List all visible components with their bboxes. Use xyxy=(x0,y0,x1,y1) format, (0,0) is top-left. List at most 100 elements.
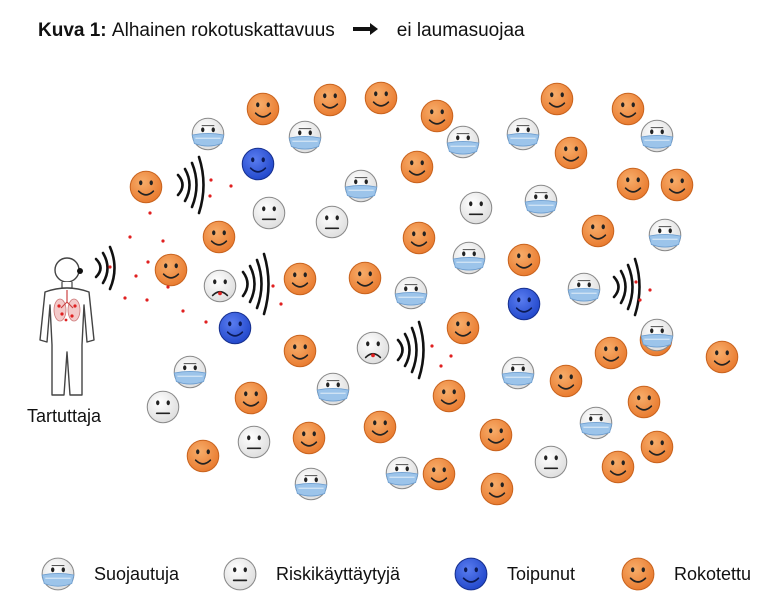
smiley-face-icon xyxy=(129,170,163,204)
masked-face-icon xyxy=(316,372,350,406)
recovered-face-icon xyxy=(507,287,541,321)
droplet xyxy=(439,364,443,368)
masked-face-icon xyxy=(452,241,486,275)
masked-face-icon xyxy=(640,318,674,352)
title-text-after: ei laumasuojaa xyxy=(396,20,525,41)
smiley-face-icon xyxy=(479,418,513,452)
droplet xyxy=(166,285,170,289)
smiley-face-icon xyxy=(446,311,480,345)
smiley-face-icon xyxy=(348,261,382,295)
masked-face-icon xyxy=(173,355,207,389)
droplet xyxy=(648,288,652,292)
smiley-face-icon xyxy=(594,336,628,370)
droplet xyxy=(279,302,283,306)
neutral-face-icon xyxy=(223,557,257,591)
droplet xyxy=(208,194,212,198)
smiley-face-icon xyxy=(640,430,674,464)
smiley-face-icon xyxy=(154,253,188,287)
smiley-face-icon xyxy=(621,557,655,591)
masked-face-icon xyxy=(524,184,558,218)
droplet xyxy=(134,274,138,278)
smiley-face-icon xyxy=(660,168,694,202)
masked-face-icon xyxy=(446,125,480,159)
arrow-right-icon xyxy=(352,20,379,42)
masked-face-icon xyxy=(344,169,378,203)
smiley-face-icon xyxy=(581,214,615,248)
title-text-before: Alhainen rokotuskattavuus xyxy=(111,20,335,41)
legend-label-recovered: Toipunut xyxy=(507,563,576,584)
infector-label: Tartuttaja xyxy=(27,406,102,426)
smiley-face-icon xyxy=(627,385,661,419)
masked-face-icon xyxy=(567,272,601,306)
smiley-face-icon xyxy=(202,220,236,254)
sound-wave-icon xyxy=(241,252,270,316)
droplet xyxy=(634,280,638,284)
droplet xyxy=(145,298,149,302)
droplet xyxy=(229,184,233,188)
masked-face-icon xyxy=(640,119,674,153)
smiley-face-icon xyxy=(507,243,541,277)
recovered-face-icon xyxy=(218,311,252,345)
smiley-face-icon xyxy=(400,150,434,184)
droplet xyxy=(146,260,150,264)
legend-item-risky: Riskikäyttäytyjä xyxy=(222,556,400,592)
droplet xyxy=(108,265,112,269)
smiley-face-icon xyxy=(480,472,514,506)
figure-label: Kuva 1: xyxy=(38,20,107,41)
droplet xyxy=(430,344,434,348)
neutral-face-icon xyxy=(459,191,493,225)
smiley-face-icon xyxy=(554,136,588,170)
sound-wave-icon xyxy=(94,245,116,291)
smiley-face-icon xyxy=(186,439,220,473)
droplet xyxy=(123,296,127,300)
smiley-face-icon xyxy=(705,340,739,374)
smiley-face-icon xyxy=(283,334,317,368)
legend-label-risky: Riskikäyttäytyjä xyxy=(276,563,401,584)
masked-face-icon xyxy=(648,218,682,252)
droplet xyxy=(209,178,213,182)
smiley-face-icon xyxy=(549,364,583,398)
droplet xyxy=(271,284,275,288)
neutral-face-icon xyxy=(315,205,349,239)
droplet xyxy=(638,298,642,302)
legend-label-vaccinated: Rokotettu xyxy=(674,563,752,584)
droplet xyxy=(181,309,185,313)
smiley-face-icon xyxy=(616,167,650,201)
neutral-face-icon xyxy=(146,390,180,424)
neutral-face-icon xyxy=(252,196,286,230)
sound-wave-icon xyxy=(176,155,205,215)
legend-label-masked: Suojautuja xyxy=(94,563,180,584)
smiley-face-icon xyxy=(292,421,326,455)
masked-face-icon xyxy=(294,467,328,501)
legend-item-recovered: Toipunut xyxy=(453,556,575,592)
smiley-face-icon xyxy=(601,450,635,484)
masked-face-icon xyxy=(579,406,613,440)
smiley-face-icon xyxy=(313,83,347,117)
neutral-face-icon xyxy=(534,445,568,479)
smiley-face-icon xyxy=(246,92,280,126)
droplet xyxy=(128,235,132,239)
smiley-face-icon xyxy=(234,381,268,415)
masked-face-icon xyxy=(41,557,75,591)
smiley-face-icon xyxy=(420,99,454,133)
droplet xyxy=(204,320,208,324)
sound-wave-icon xyxy=(396,320,425,380)
smiley-face-icon xyxy=(422,457,456,491)
neutral-face-icon xyxy=(237,425,271,459)
masked-face-icon xyxy=(385,456,419,490)
figure-title: Kuva 1: Alhainen rokotuskattavuus ei lau… xyxy=(38,20,525,42)
smiley-face-icon xyxy=(363,410,397,444)
person-body-icon xyxy=(39,257,95,396)
smiley-face-icon xyxy=(611,92,645,126)
recovered-face-icon xyxy=(241,147,275,181)
smiley-face-icon xyxy=(364,81,398,115)
droplet xyxy=(161,239,165,243)
legend-item-vaccinated: Rokotettu xyxy=(620,556,751,592)
masked-face-icon xyxy=(501,356,535,390)
smiley-face-icon xyxy=(283,262,317,296)
smiley-face-icon xyxy=(540,82,574,116)
sad-face-icon xyxy=(356,331,390,365)
legend-item-masked: Suojautuja xyxy=(40,556,179,592)
masked-face-icon xyxy=(288,120,322,154)
